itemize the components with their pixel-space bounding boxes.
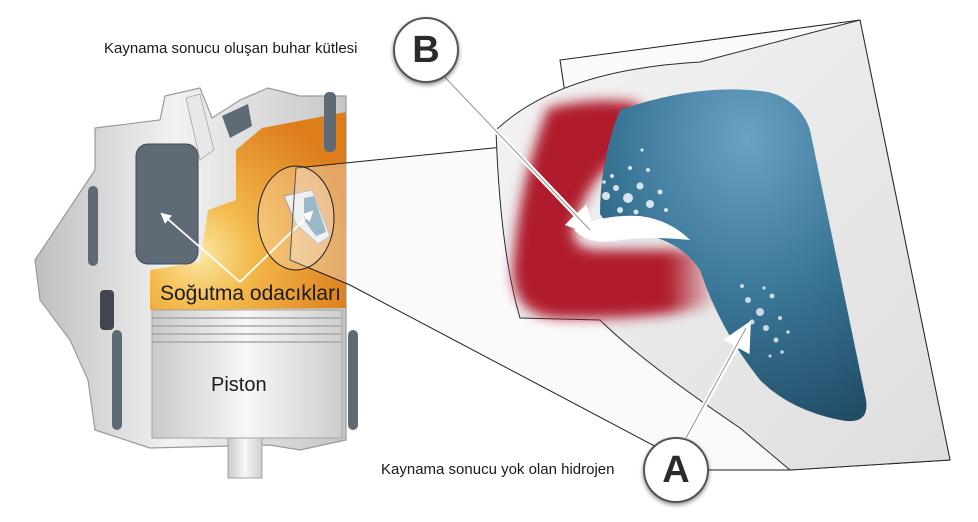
heat-band <box>512 100 720 319</box>
marker-a-badge: A <box>643 437 709 503</box>
cooling-pointers <box>160 210 314 283</box>
piston-rod <box>227 437 263 479</box>
arrow-a-outline <box>685 327 747 439</box>
wall-slot-3 <box>112 330 122 430</box>
wall-slot-2 <box>100 290 114 330</box>
top-passage <box>222 104 252 138</box>
top-passage-2 <box>185 93 215 161</box>
cooling-chambers-label: Soğutma odacıkları <box>160 282 341 305</box>
piston-body <box>151 309 343 439</box>
cooling-chamber-small-fill <box>304 196 326 236</box>
marker-a-text: A <box>662 448 690 491</box>
vapor-wedge <box>574 215 690 242</box>
vapor-mass-label: Kaynama sonucu oluşan buhar kütlesi <box>104 40 358 57</box>
arrow-b-outline <box>439 71 591 231</box>
magnified-chamber <box>438 19 951 471</box>
marker-b-badge: B <box>393 17 459 83</box>
piston-label: Piston <box>211 374 267 396</box>
hot-zone <box>150 112 346 310</box>
magnifier-lens <box>257 165 335 271</box>
marker-b-text: B <box>412 28 440 71</box>
wall-slot-1 <box>88 186 98 266</box>
coolant-volume <box>600 89 867 422</box>
piston-rings <box>152 317 342 343</box>
wall-slot-4 <box>348 330 358 430</box>
hydrogen-bubbles <box>740 284 790 358</box>
piston-assembly <box>34 87 358 479</box>
cooling-chamber-left <box>135 143 199 265</box>
hydrogen-loss-label: Kaynama sonucu yok olan hidrojen <box>381 461 615 478</box>
wall-slot-5 <box>324 92 336 152</box>
